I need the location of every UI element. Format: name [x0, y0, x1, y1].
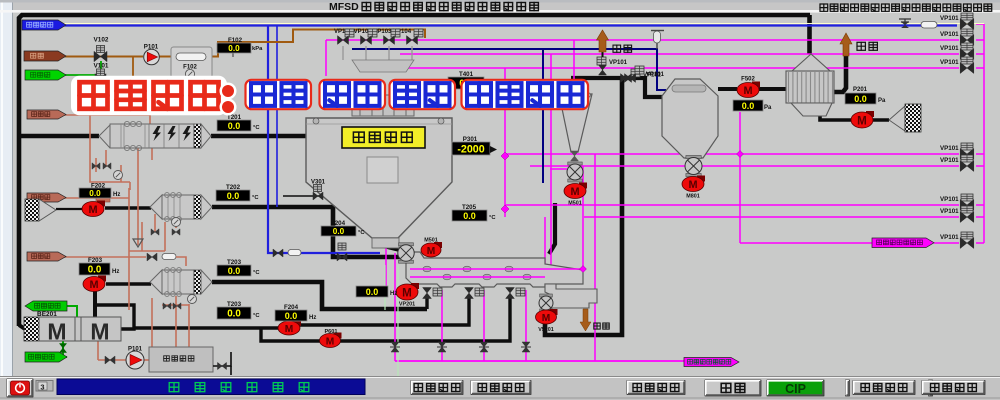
- svg-text:3: 3: [40, 382, 44, 391]
- svg-text:Hz: Hz: [309, 315, 316, 321]
- svg-text:F502: F502: [741, 77, 755, 83]
- svg-text:F102: F102: [228, 37, 243, 44]
- svg-text:BE201: BE201: [37, 311, 57, 318]
- svg-text:Pa: Pa: [764, 105, 772, 111]
- svg-text:0.0: 0.0: [333, 227, 345, 236]
- svg-text:0.0: 0.0: [854, 94, 867, 104]
- svg-text:M: M: [326, 336, 335, 347]
- svg-text:0.0: 0.0: [463, 211, 476, 221]
- svg-text:VP101: VP101: [940, 15, 959, 22]
- svg-text:M: M: [402, 286, 412, 299]
- svg-text:V301: V301: [311, 180, 326, 186]
- svg-text:V102: V102: [94, 37, 109, 44]
- svg-text:M: M: [427, 246, 436, 257]
- svg-text:M: M: [743, 85, 752, 97]
- svg-text:M801: M801: [686, 194, 700, 200]
- svg-text:VP101: VP101: [940, 45, 959, 52]
- svg-text:T202: T202: [226, 184, 241, 191]
- svg-text:-2000: -2000: [457, 143, 484, 155]
- svg-text:P201: P201: [853, 87, 868, 93]
- svg-text:0.0: 0.0: [742, 101, 755, 111]
- svg-text:T205: T205: [462, 204, 477, 211]
- svg-text:M: M: [88, 204, 97, 216]
- svg-text:°C: °C: [489, 215, 496, 221]
- svg-text:T203: T203: [227, 301, 242, 308]
- svg-text:VP101: VP101: [940, 208, 959, 215]
- svg-text:M: M: [570, 186, 579, 198]
- svg-text:0.0: 0.0: [366, 287, 379, 297]
- svg-text:M: M: [89, 279, 98, 291]
- svg-text:°C: °C: [253, 313, 260, 319]
- svg-text:VP101: VP101: [940, 157, 959, 164]
- svg-text:F102: F102: [183, 65, 197, 71]
- svg-text:VP201: VP201: [399, 302, 415, 308]
- svg-text:P301: P301: [463, 136, 478, 143]
- svg-text:Hz: Hz: [390, 291, 397, 297]
- svg-text:V5201: V5201: [538, 327, 554, 333]
- svg-text:Pa: Pa: [878, 98, 886, 104]
- svg-text:M: M: [90, 319, 109, 345]
- svg-text:M501: M501: [424, 238, 438, 244]
- svg-text:VP101: VP101: [646, 72, 665, 78]
- svg-text:M: M: [542, 313, 551, 324]
- svg-text:Hz: Hz: [113, 192, 120, 198]
- svg-text:T401: T401: [459, 71, 474, 78]
- svg-text:0.0: 0.0: [89, 189, 101, 198]
- svg-text:F204: F204: [284, 304, 299, 311]
- svg-text:°C: °C: [253, 270, 260, 276]
- svg-text:0.0: 0.0: [228, 44, 240, 53]
- svg-text:M: M: [857, 114, 867, 127]
- svg-text:T203: T203: [227, 259, 242, 266]
- svg-text:F202: F202: [91, 183, 106, 190]
- svg-text:VP101: VP101: [940, 196, 959, 203]
- svg-text:MFSD: MFSD: [329, 1, 359, 13]
- svg-text:M: M: [47, 319, 66, 345]
- svg-text:VP101: VP101: [940, 145, 959, 152]
- svg-text:0.0: 0.0: [285, 311, 298, 321]
- svg-text:VP101: VP101: [643, 73, 662, 79]
- svg-text:M: M: [688, 179, 697, 191]
- svg-text:VP101: VP101: [940, 31, 959, 38]
- svg-text:P101: P101: [128, 347, 143, 353]
- svg-text:0.0: 0.0: [88, 265, 102, 276]
- svg-text:°C: °C: [253, 125, 260, 131]
- svg-text:VP101: VP101: [940, 59, 959, 66]
- svg-text:0.0: 0.0: [228, 266, 241, 276]
- svg-text:Hz: Hz: [112, 269, 119, 275]
- svg-text:P601: P601: [324, 329, 337, 335]
- svg-text:kPa: kPa: [252, 46, 263, 52]
- svg-text:0.0: 0.0: [228, 121, 241, 131]
- svg-text:°C: °C: [358, 230, 365, 236]
- svg-text:°C: °C: [252, 195, 259, 201]
- svg-text:M: M: [285, 324, 294, 335]
- svg-text:V101: V101: [94, 63, 109, 70]
- svg-text:VP101: VP101: [940, 234, 959, 241]
- svg-text:CIP: CIP: [785, 382, 806, 396]
- svg-text:M501: M501: [568, 201, 582, 207]
- svg-text:VP101: VP101: [609, 60, 628, 66]
- svg-text:F203: F203: [88, 257, 103, 264]
- svg-text:0.0: 0.0: [227, 191, 240, 201]
- svg-text:T201: T201: [227, 114, 242, 121]
- svg-text:0.0: 0.0: [227, 309, 241, 320]
- svg-text:P101: P101: [144, 44, 159, 51]
- svg-text:T204: T204: [331, 220, 346, 227]
